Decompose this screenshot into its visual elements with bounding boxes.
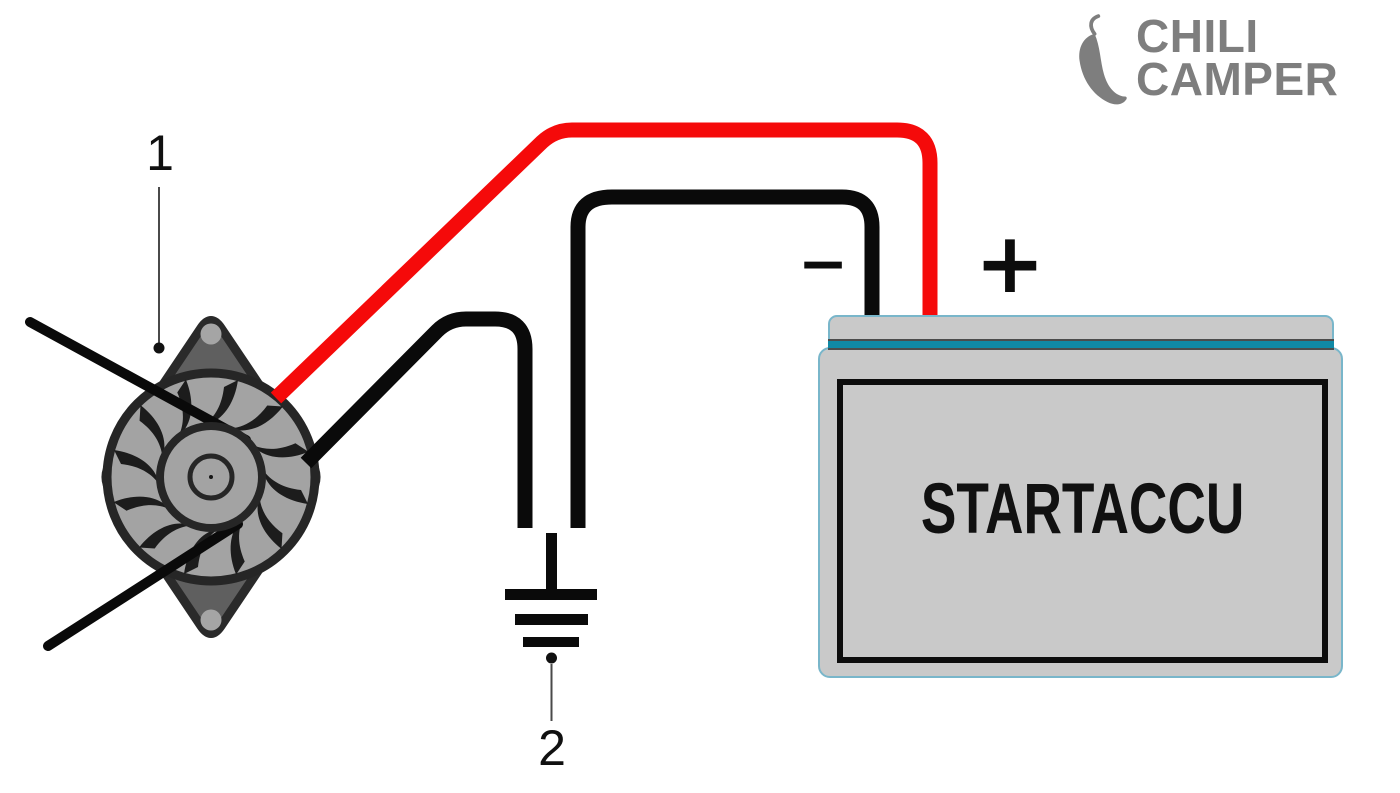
chili-pepper-icon <box>1079 14 1127 105</box>
alternator-bolt-hole-bottom <box>200 609 222 631</box>
battery-body <box>818 347 1343 678</box>
drive-belt-upper <box>25 317 251 445</box>
positive-wire-alternator-to-battery <box>270 122 938 404</box>
negative-wire-from-battery <box>570 189 880 528</box>
alternator-bolt-hole-top <box>200 323 222 345</box>
ground-bar-2 <box>515 614 588 625</box>
logo-line-1: CHILI <box>1136 10 1259 62</box>
positive-terminal-sign: + <box>974 214 1046 312</box>
callout-leader-2 <box>546 652 557 721</box>
battery-label: STARTACCU <box>920 469 1245 549</box>
ground-stem <box>546 533 557 596</box>
ground-symbol <box>505 533 597 647</box>
logo-text: CHILI CAMPER <box>1136 10 1339 105</box>
callout-number-2: 2 <box>538 720 566 776</box>
logo-line-2: CAMPER <box>1136 53 1339 105</box>
logo: CHILI CAMPER <box>1074 12 1338 110</box>
battery-lid <box>828 315 1334 342</box>
battery-stripe <box>828 339 1334 350</box>
callout-number-1: 1 <box>146 125 174 181</box>
negative-terminal-sign: − <box>797 229 849 299</box>
callout-leader-1 <box>153 187 165 354</box>
ground-bar-1 <box>505 589 597 600</box>
ground-wire-from-alternator <box>300 311 533 528</box>
battery-label-plate: STARTACCU <box>837 379 1328 663</box>
drive-belt-lower <box>43 519 243 651</box>
alternator-shaft-dot <box>209 475 213 479</box>
ground-bar-3 <box>523 637 579 647</box>
